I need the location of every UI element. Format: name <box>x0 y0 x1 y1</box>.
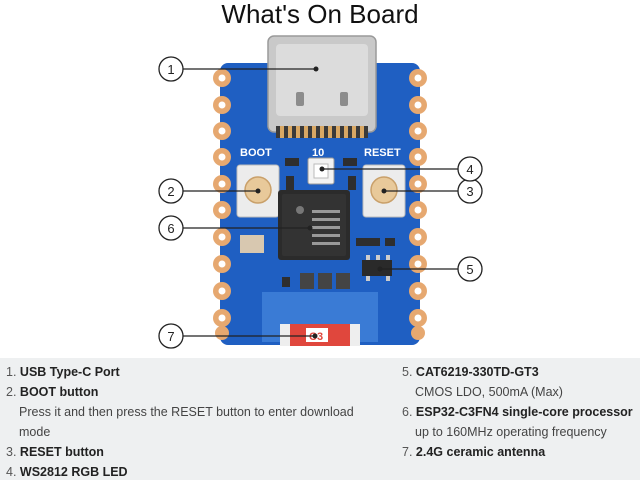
legend-num: 4. <box>6 465 17 479</box>
legend-num: 5. <box>402 365 413 379</box>
legend-item-1: 1. USB Type-C Port <box>6 362 366 382</box>
legend-name: RESET button <box>19 445 104 459</box>
callout-2: 2 <box>158 178 184 204</box>
legend-item-5: 5. CAT6219-330TD-GT3 <box>402 362 638 382</box>
legend-item-6: 6. ESP32-C3FN4 single-core processor <box>402 402 638 422</box>
legend-num: 7. <box>402 445 413 459</box>
legend-item-7: 7. 2.4G ceramic antenna <box>402 442 638 462</box>
board-svg: BOOT 10 RESET <box>158 35 483 349</box>
reset-silkscreen: RESET <box>364 147 401 159</box>
esp32-chip-component <box>278 190 350 260</box>
boot-silkscreen: BOOT <box>240 147 272 159</box>
antenna-component <box>280 324 360 346</box>
page-title: What's On Board <box>221 0 419 29</box>
legend-column-left: 1. USB Type-C Port 2. BOOT button Press … <box>6 362 366 482</box>
legend-desc: Press it and then press the RESET button… <box>19 405 354 439</box>
component-legend: 1. USB Type-C Port 2. BOOT button Press … <box>0 358 640 480</box>
legend-num: 2. <box>6 385 17 399</box>
callout-1-label: 1 <box>167 62 174 77</box>
legend-desc: up to 160MHz operating frequency <box>415 425 607 439</box>
legend-name: ESP32-C3FN4 single-core processor <box>415 405 633 419</box>
legend-item-2: 2. BOOT button <box>6 382 366 402</box>
legend-item-3: 3. RESET button <box>6 442 366 462</box>
callout-1: 1 <box>158 56 184 82</box>
ldo-component <box>362 255 392 281</box>
legend-desc: CMOS LDO, 500mA (Max) <box>415 385 563 399</box>
left-pin-pads <box>213 69 231 327</box>
callout-5: 5 <box>457 256 483 282</box>
callout-3: 3 <box>457 178 483 204</box>
io-silkscreen: 10 <box>312 147 324 159</box>
legend-num: 6. <box>402 405 413 419</box>
callout-3-label: 3 <box>466 184 473 199</box>
callout-4: 4 <box>457 156 483 182</box>
legend-name: WS2812 RGB LED <box>19 465 128 479</box>
board-diagram: BOOT 10 RESET <box>0 30 640 360</box>
legend-item-4: 4. WS2812 RGB LED <box>6 462 366 482</box>
callout-6: 6 <box>158 215 184 241</box>
legend-name: CAT6219-330TD-GT3 <box>415 365 539 379</box>
legend-name: BOOT button <box>19 385 99 399</box>
legend-name: USB Type-C Port <box>19 365 120 379</box>
callout-6-label: 6 <box>167 221 174 236</box>
callout-7-label: 7 <box>167 329 174 344</box>
callout-dots <box>255 66 387 339</box>
usb-c-connector <box>267 35 377 138</box>
callout-4-label: 4 <box>466 162 473 177</box>
legend-column-right: 5. CAT6219-330TD-GT3 CMOS LDO, 500mA (Ma… <box>402 362 638 462</box>
legend-name: 2.4G ceramic antenna <box>415 445 546 459</box>
callout-5-label: 5 <box>466 262 473 277</box>
callout-7: 7 <box>158 323 184 349</box>
legend-num: 1. <box>6 365 17 379</box>
callout-2-label: 2 <box>167 184 174 199</box>
callout-lines <box>183 68 458 337</box>
legend-num: 3. <box>6 445 17 459</box>
small-components <box>240 158 395 289</box>
